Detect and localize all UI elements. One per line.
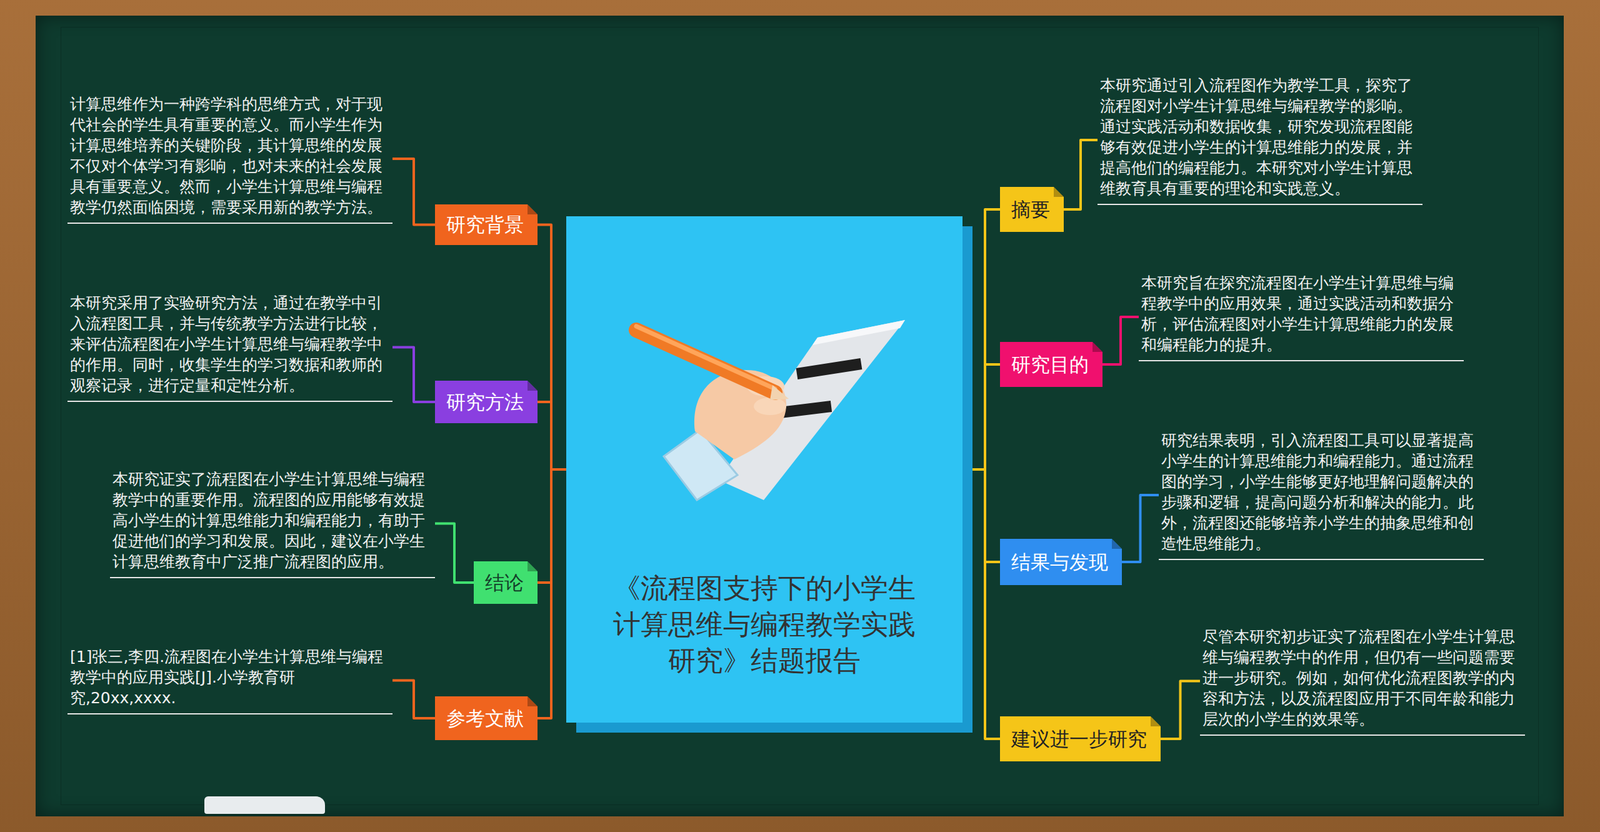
branch-note: [1]张三,李四.流程图在小学生计算思维与编程教学中的应用实践[J].小学教育研… (67, 646, 393, 715)
title-text: 《流程图支持下的小学生计算思维与编程教学实践研究》结题报告 (605, 570, 924, 679)
branch-tag: 研究背景 (435, 204, 538, 245)
tag-label: 摘要 (1011, 200, 1050, 220)
branch-note: 本研究证实了流程图在小学生计算思维与编程教学中的重要作用。流程图的应用能够有效提… (110, 468, 435, 579)
branch-tag: 建议进一步研究 (1000, 716, 1161, 762)
brace-connector (537, 225, 567, 470)
title-panel: 《流程图支持下的小学生计算思维与编程教学实践研究》结题报告 (566, 216, 963, 723)
branch-note: 本研究通过引入流程图作为教学工具，探究了流程图对小学生计算思维与编程教学的影响。… (1097, 75, 1423, 205)
brace-connector (392, 680, 435, 719)
note-text: 本研究旨在探究流程图在小学生计算思维与编程教学中的应用效果，通过实践活动和数据分… (1141, 272, 1462, 355)
brace-connector (1160, 681, 1200, 740)
note-text: [1]张三,李四.流程图在小学生计算思维与编程教学中的应用实践[J].小学教育研… (70, 646, 390, 709)
branch-note: 研究结果表明，引入流程图工具可以显著提高小学生的计算思维能力和编程能力。通过流程… (1158, 430, 1484, 560)
tag-label: 建议进一步研究 (1011, 729, 1147, 749)
branch-note: 本研究旨在探究流程图在小学生计算思维与编程教学中的应用效果，通过实践活动和数据分… (1138, 272, 1464, 362)
note-text: 计算思维作为一种跨学科的思维方式，对于现代社会的学生具有重要的意义。而小学生作为… (70, 93, 390, 218)
tag-label: 研究目的 (1011, 355, 1089, 375)
tag-label: 结论 (485, 573, 524, 593)
brace-connector (1063, 140, 1098, 210)
chalk-piece (204, 796, 325, 814)
branch-tag: 研究目的 (1000, 341, 1103, 387)
branch-tag: 结论 (473, 561, 538, 604)
branch-note: 计算思维作为一种跨学科的思维方式，对于现代社会的学生具有重要的意义。而小学生作为… (67, 93, 393, 224)
brace-connector (962, 209, 1000, 470)
brace-connector (537, 401, 567, 470)
note-text: 研究结果表明，引入流程图工具可以显著提高小学生的计算思维能力和编程能力。通过流程… (1161, 430, 1482, 554)
tag-label: 结果与发现 (1011, 552, 1109, 572)
tag-label: 研究背景 (446, 215, 524, 235)
tag-label: 研究方法 (446, 392, 524, 412)
branch-tag: 结果与发现 (1000, 538, 1122, 585)
note-text: 尽管本研究初步证实了流程图在小学生计算思维与编程教学中的作用，但仍有一些问题需要… (1202, 626, 1523, 730)
branch-note: 尽管本研究初步证实了流程图在小学生计算思维与编程教学中的作用，但仍有一些问题需要… (1200, 626, 1525, 736)
brace-connector (392, 158, 435, 225)
brace-connector (392, 347, 435, 403)
branch-tag: 研究方法 (435, 380, 538, 424)
tag-label: 参考文献 (446, 708, 524, 729)
brace-connector (537, 469, 567, 719)
brace-connector (1102, 316, 1139, 365)
brace-connector (962, 364, 1000, 470)
brace-connector (962, 469, 1000, 739)
branch-note: 本研究采用了实验研究方法，通过在教学中引入流程图工具，并与传统教学方法进行比较，… (67, 292, 393, 402)
branch-tag: 摘要 (1000, 186, 1064, 232)
brace-connector (962, 469, 1000, 562)
brace-connector (1121, 495, 1159, 562)
branch-tag: 参考文献 (435, 696, 538, 740)
brace-connector (435, 523, 474, 584)
note-text: 本研究采用了实验研究方法，通过在教学中引入流程图工具，并与传统教学方法进行比较，… (70, 292, 390, 396)
note-text: 本研究证实了流程图在小学生计算思维与编程教学中的重要作用。流程图的应用能够有效提… (112, 468, 433, 572)
note-text: 本研究通过引入流程图作为教学工具，探究了流程图对小学生计算思维与编程教学的影响。… (1100, 75, 1420, 199)
